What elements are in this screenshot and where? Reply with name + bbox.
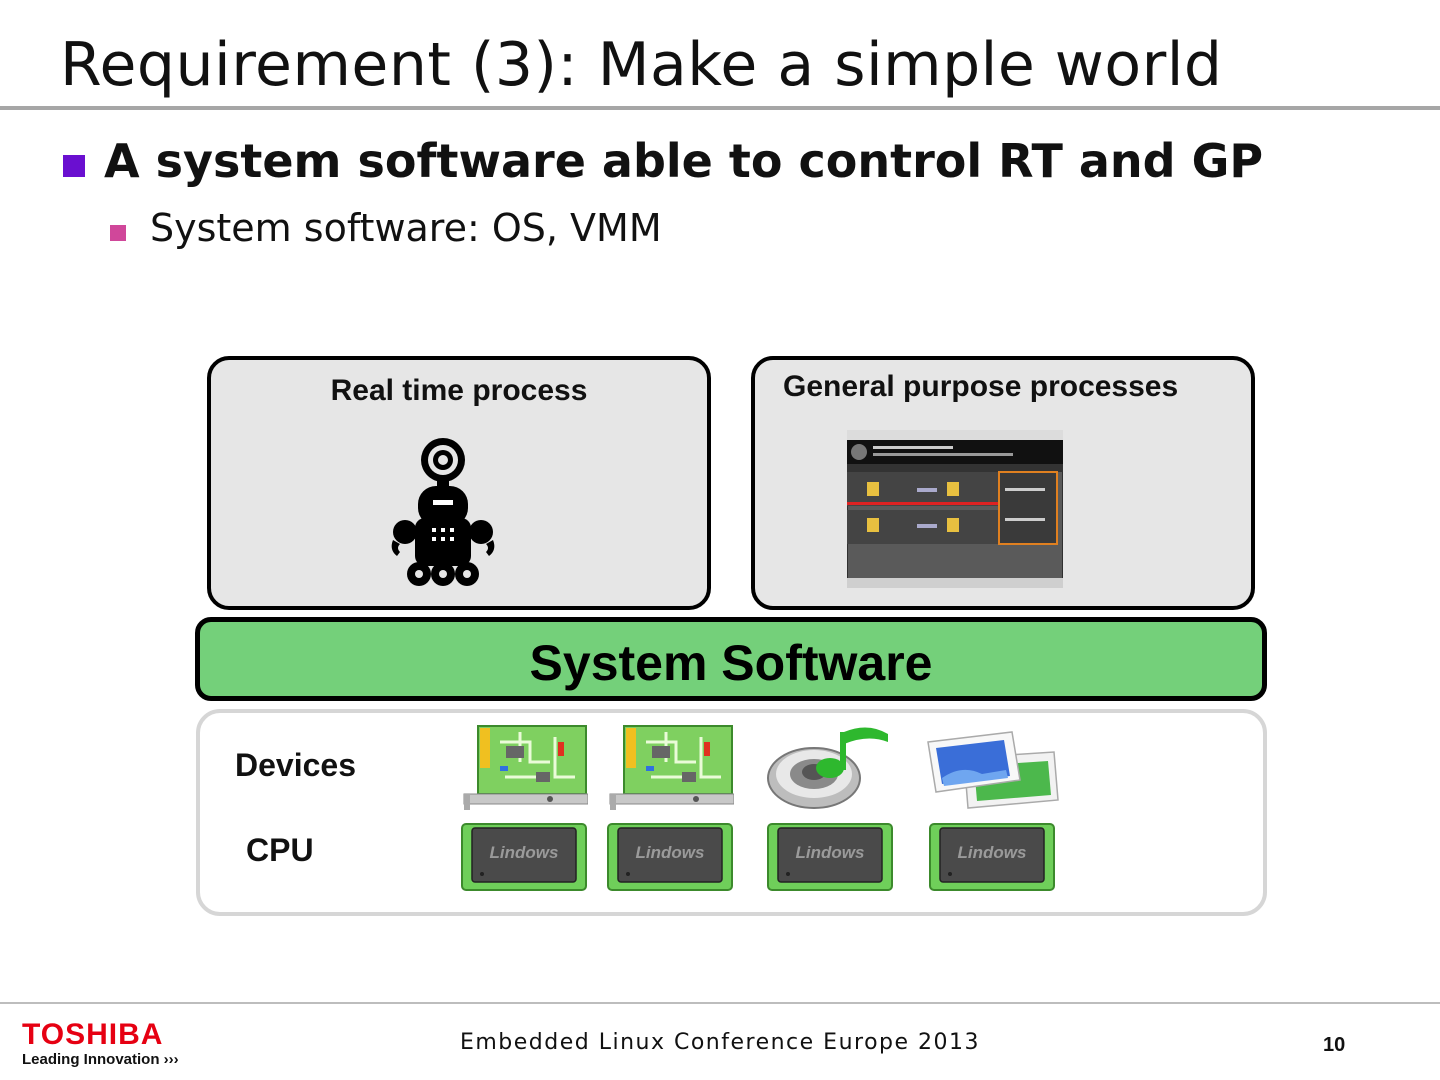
bullet-marker-square: [63, 155, 85, 177]
speaker-music-icon: [767, 727, 888, 809]
real-time-process-label: Real time process: [330, 374, 588, 407]
application-window-screenshot-icon: [847, 430, 1063, 588]
cpu-chip-icon: Lindows: [767, 823, 893, 891]
page-number: 10: [1323, 1034, 1346, 1056]
cpu-chip-text: Lindows: [490, 843, 559, 862]
conference-name: Embedded Linux Conference Europe 2013: [459, 1030, 981, 1055]
tagline-text: Leading Innovation: [22, 1051, 160, 1068]
chevrons-icon: ›››: [163, 1051, 179, 1068]
bullet-sub: System software: OS, VMM: [150, 206, 662, 250]
cpu-chip-icon: Lindows: [929, 823, 1055, 891]
system-software-layer: System Software: [195, 617, 1267, 701]
logo-tagline: Leading Innovation ›››: [22, 1051, 179, 1068]
toshiba-logo: TOSHIBA: [22, 1018, 164, 1051]
footer-divider: [0, 1002, 1440, 1004]
network-card-icon: [609, 725, 734, 810]
slide-title: Requirement (3): Make a simple world: [60, 30, 1223, 100]
bullet-main: A system software able to control RT and…: [104, 134, 1264, 188]
cpu-chip-text: Lindows: [796, 843, 865, 862]
general-purpose-processes-label: General purpose processes: [783, 370, 1179, 403]
cpu-chip-icon: Lindows: [461, 823, 587, 891]
network-card-icon: [463, 725, 588, 810]
cpu-chip-text: Lindows: [958, 843, 1027, 862]
robot-icon: [391, 438, 495, 586]
real-time-process-box: Real time process: [207, 356, 711, 610]
general-purpose-processes-box: General purpose processes: [751, 356, 1255, 610]
cpu-label: CPU: [246, 832, 314, 868]
system-software-label: System Software: [529, 635, 933, 691]
cpu-chip-text: Lindows: [636, 843, 705, 862]
devices-label: Devices: [235, 747, 356, 783]
cpu-chip-icon: Lindows: [607, 823, 733, 891]
title-divider: [0, 106, 1440, 110]
sub-bullet-marker-square: [110, 225, 126, 241]
picture-icon: [927, 731, 1059, 809]
